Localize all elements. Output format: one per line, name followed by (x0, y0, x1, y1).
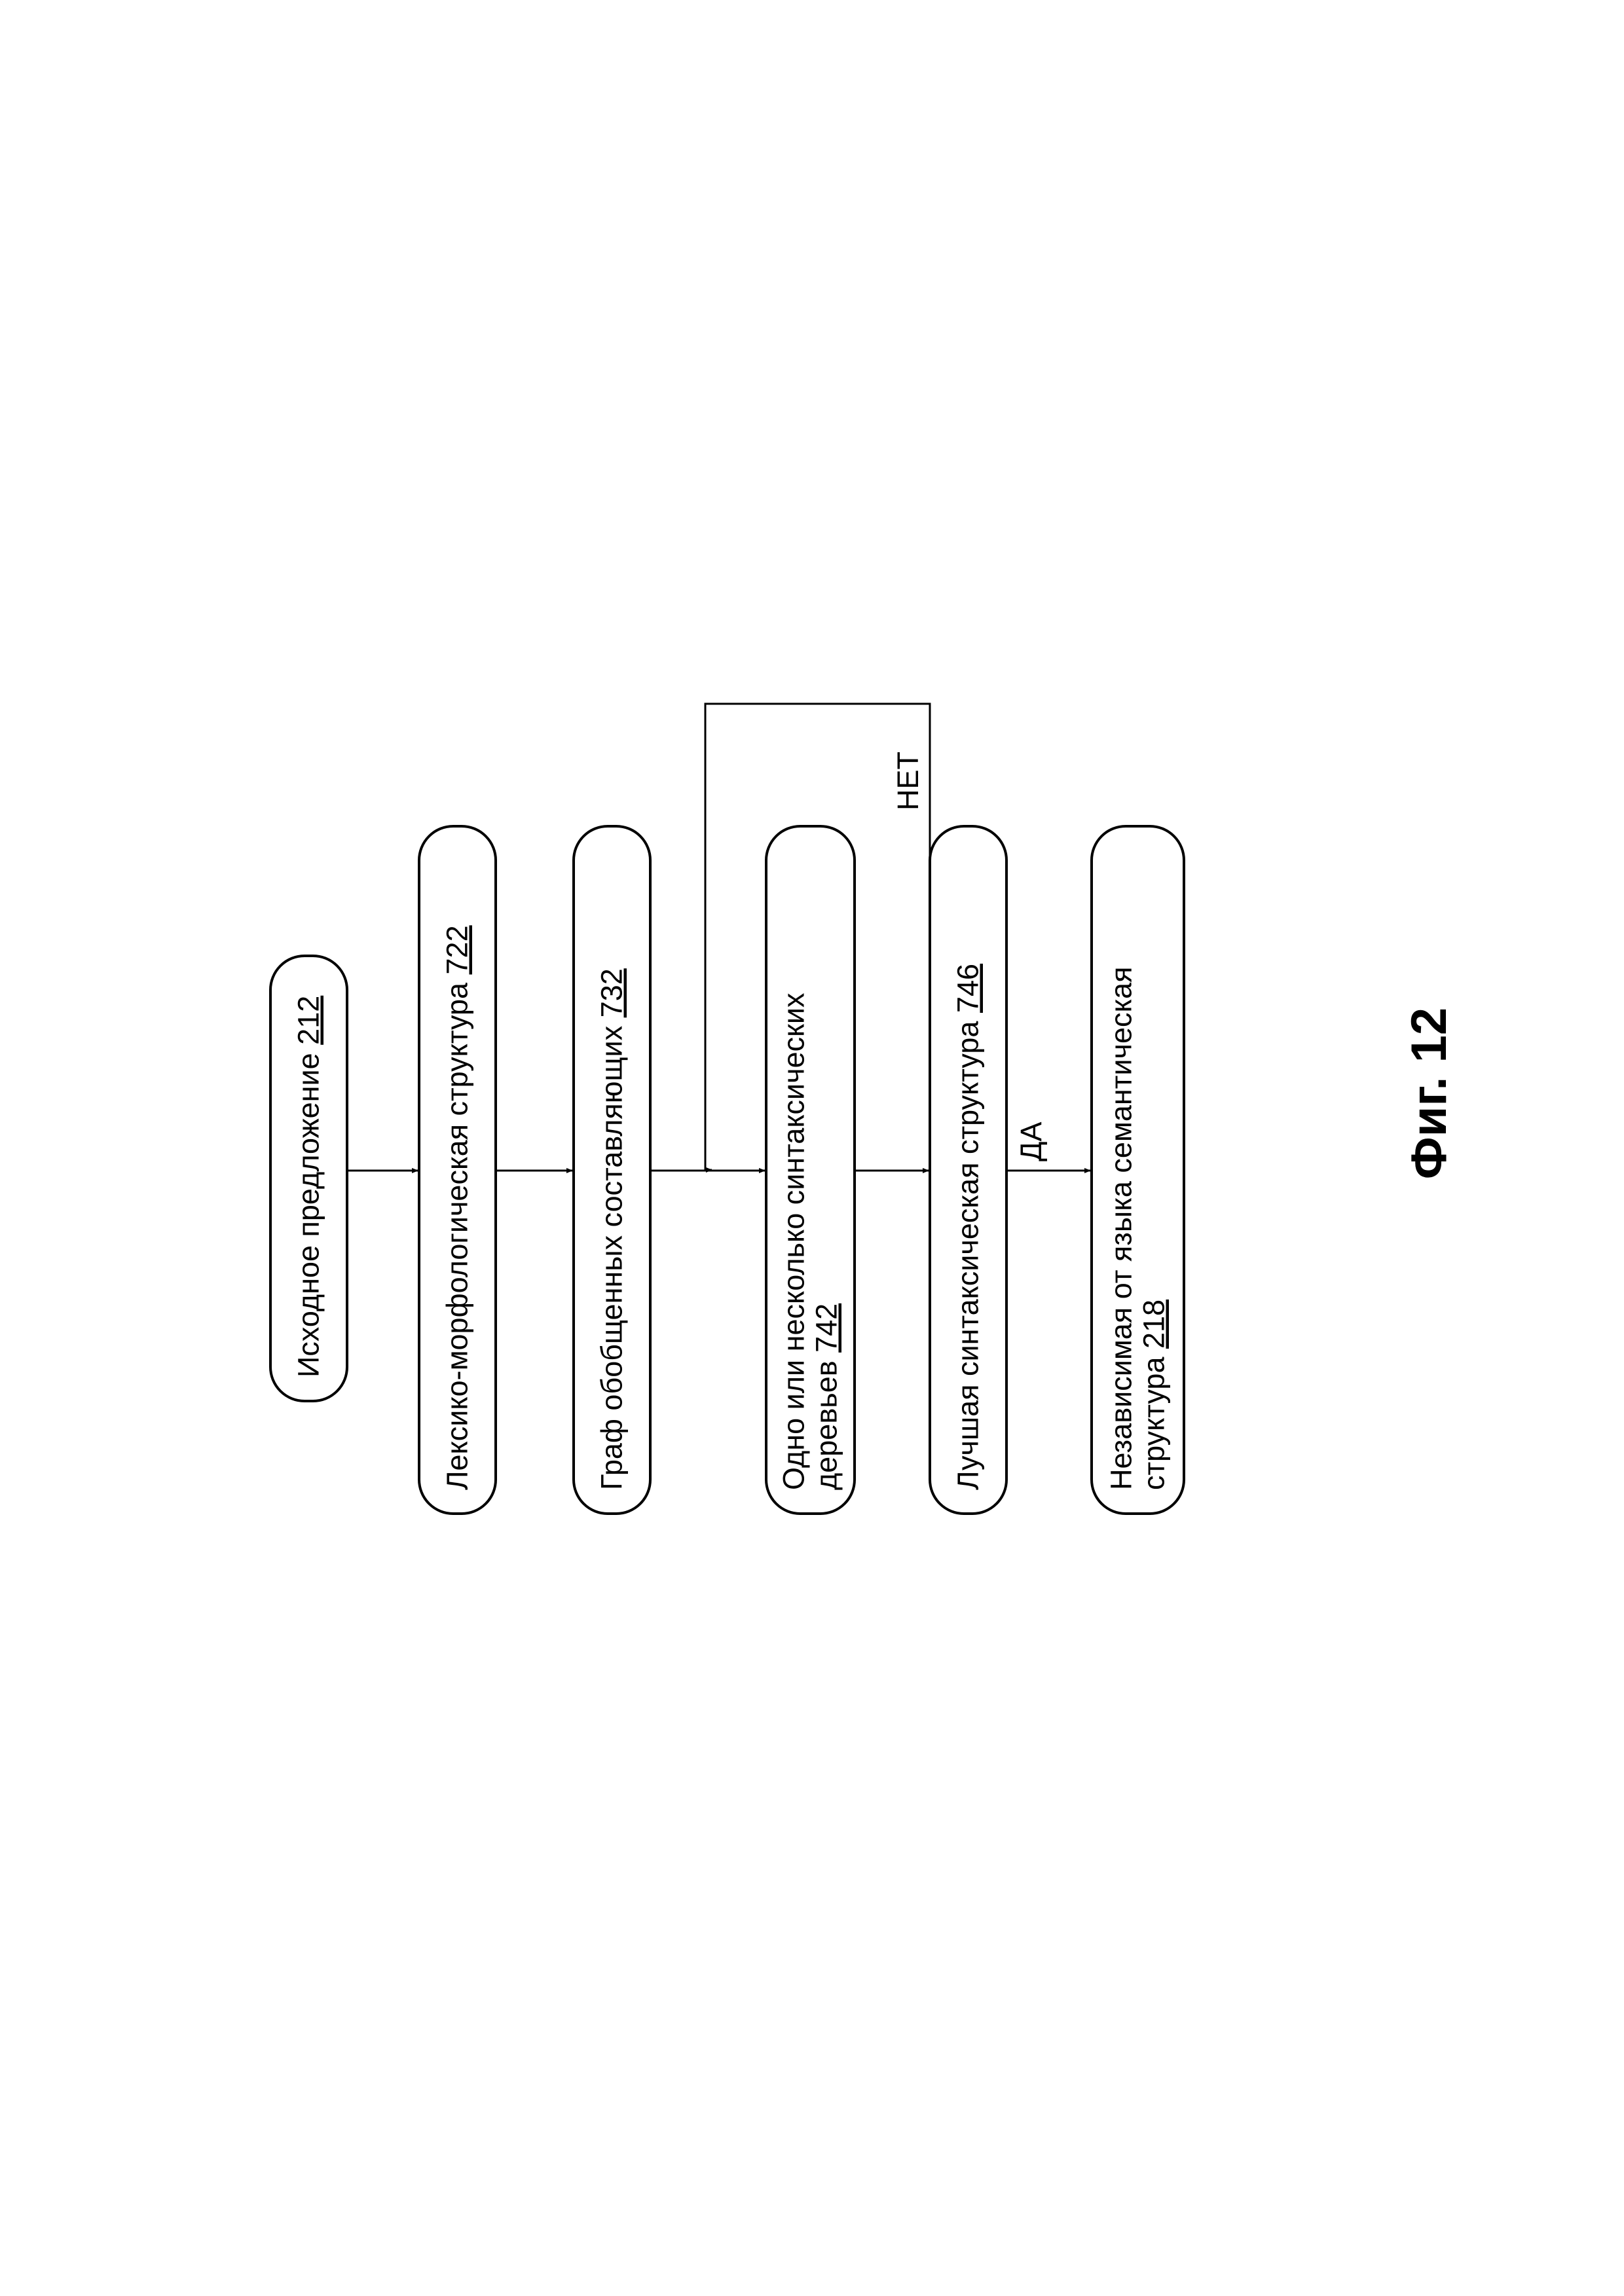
node-label: деревьев 742 (810, 1303, 843, 1490)
node-746: Лучшая синтаксическая структура 746 (930, 826, 1006, 1514)
node-722: Лексико-морфологическая структура 722 (419, 826, 496, 1514)
edge-label: НЕТ (891, 752, 925, 811)
edge-746-218: ДА (1006, 1122, 1090, 1171)
node-label: Одно или несколько синтаксических (777, 993, 811, 1490)
node-label-text: Лексико-морфологическая структура (441, 974, 474, 1490)
node-label: Лексико-морфологическая структура 722 (441, 925, 474, 1490)
node-reference-number: 212 (292, 996, 325, 1045)
node-label-text: деревьев (810, 1353, 843, 1490)
node-label-text: структура (1137, 1349, 1171, 1490)
node-reference-number: 722 (441, 925, 474, 974)
node-reference-number: 218 (1137, 1300, 1171, 1349)
node-label: Граф обобщенных составляющих 732 (595, 968, 629, 1490)
node-reference-number: 746 (951, 964, 985, 1013)
node-label-text: Одно или несколько синтаксических (777, 993, 811, 1490)
figure-caption: Фиг. 12 (1401, 1008, 1457, 1179)
node-label: структура 218 (1137, 1300, 1171, 1490)
node-label-text: Лучшая синтаксическая структура (951, 1013, 985, 1490)
node-218: Независимая от языка семантическаяструкт… (1092, 826, 1184, 1514)
node-reference-number: 732 (595, 968, 629, 1017)
node-212: Исходное предложение 212 (270, 956, 347, 1401)
node-reference-number: 742 (810, 1303, 843, 1353)
node-742: Одно или несколько синтаксическихдеревье… (766, 826, 855, 1514)
node-732: Граф обобщенных составляющих 732 (574, 826, 650, 1514)
node-label-text: Граф обобщенных составляющих (595, 1017, 629, 1490)
node-label-text: Независимая от языка семантическая (1105, 966, 1138, 1490)
edge-label: ДА (1014, 1122, 1048, 1162)
node-label: Исходное предложение 212 (292, 996, 325, 1377)
node-label: Лучшая синтаксическая структура 746 (951, 964, 985, 1490)
node-label: Независимая от языка семантическая (1105, 966, 1138, 1490)
flowchart-diagram: ДА НЕТ Исходное предложение 212 Лексико-мо… (270, 704, 1184, 1514)
node-label-text: Исходное предложение (292, 1045, 325, 1377)
